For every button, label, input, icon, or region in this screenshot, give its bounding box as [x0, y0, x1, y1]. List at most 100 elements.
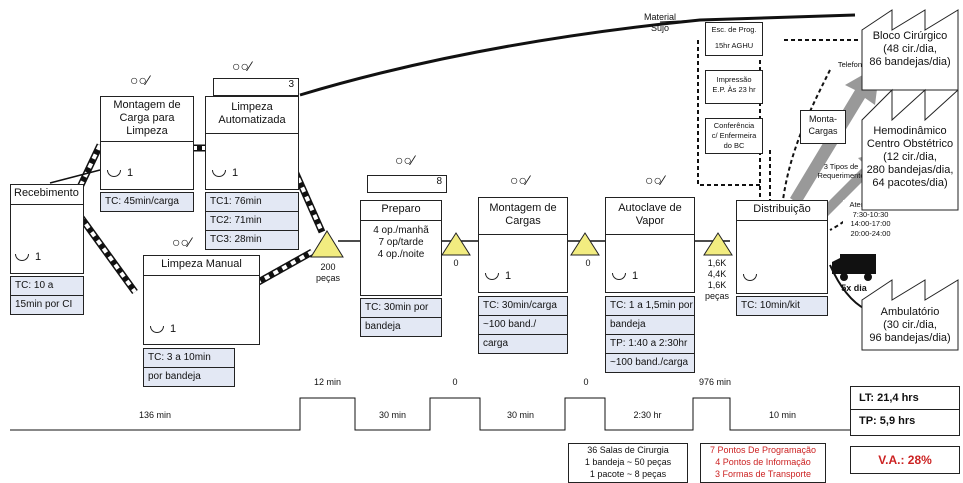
data-row: TC: 10 a: [11, 277, 83, 296]
telefone-label: Telefone: [837, 60, 867, 69]
value-added: V.A.: 28%: [878, 453, 932, 467]
info-line: Conferência: [713, 121, 755, 130]
process-montagem-cargas: Montagem de Cargas 1: [478, 197, 568, 293]
note-line: 7 Pontos De Programação: [709, 445, 817, 455]
customer-ambulatorio: Ambulatório (30 cir./dia, 96 bandejas/di…: [862, 306, 958, 345]
data-box-distribuicao: TC: 10min/kit: [736, 296, 828, 316]
data-row: TC: 30min/carga: [479, 297, 567, 316]
process-limpeza-automatizada: Limpeza Automatizada 1: [205, 96, 299, 190]
data-row: TC: 45min/carga: [105, 196, 179, 207]
data-row: ~100 band./carga: [610, 357, 689, 368]
data-row: TC2: 71min: [206, 212, 298, 231]
info-line: 7:30-10:30: [852, 209, 889, 219]
process-time: 30 min: [506, 410, 534, 420]
customer-line: 280 bandejas/dia,: [866, 164, 954, 176]
operator-count: 1: [212, 167, 238, 179]
process-distribuicao: Distribuição: [736, 200, 828, 294]
process-time: 2:30 hr: [633, 410, 662, 420]
customer-line: Centro Obstétrico: [866, 138, 954, 150]
inventory-label: 0: [453, 258, 459, 268]
inventory-unit: peças: [315, 273, 341, 283]
process-title-text: Limpeza Automatizada: [218, 101, 286, 126]
info-box-conferencia: Conferência c/ Enfermeira do BC: [705, 118, 763, 154]
operator-count: 1: [612, 270, 638, 282]
operator-icon: [485, 272, 499, 280]
wait-time: 976 min: [698, 377, 732, 387]
info-line: c/ Enfermeira: [711, 131, 757, 140]
data-row: TC: 10min/kit: [741, 300, 800, 311]
glasses-icon: ○○⁄: [172, 234, 192, 250]
note-line: 36 Salas de Cirurgia: [587, 445, 669, 455]
process-autoclave: Autoclave de Vapor 1: [605, 197, 695, 293]
operator-value: 1: [505, 270, 512, 282]
tipos-requerimento-label: 3 Tipos de Requerimento: [815, 162, 867, 180]
data-row: TC: 3 a 10min: [144, 349, 234, 368]
process-time: 30 min: [378, 410, 406, 420]
inventory-value: 4,4K: [707, 269, 727, 279]
wait-time: 12 min: [313, 377, 341, 387]
wait-time: 0: [583, 377, 589, 387]
process-title-text: Montagem de Cargas: [489, 202, 557, 227]
operator-count: 1: [485, 270, 511, 282]
info-box-esc-prog: Esc. de Prog. 15hr AGHU: [705, 22, 763, 56]
operator-count: 1: [15, 251, 41, 263]
inventory-triangle: [570, 232, 600, 256]
label-line: Requerimento: [817, 171, 865, 180]
operator-value: 1: [35, 251, 42, 263]
operator-value: 1: [632, 270, 639, 282]
material-label: Material: [643, 12, 676, 22]
operator-value: 1: [127, 167, 134, 179]
inventory-label: 0: [585, 258, 591, 268]
data-box-preparo: TC: 30min por bandeja: [360, 298, 442, 337]
glasses-icon: ○○⁄: [232, 58, 252, 74]
process-title: Autoclave de Vapor: [606, 198, 694, 235]
customer-line: Bloco Cirúrgico: [872, 30, 948, 42]
inventory-value: 1,6K: [707, 258, 727, 268]
inventory-triangle: [703, 232, 733, 256]
operator-shift: 4 op./noite: [377, 249, 425, 260]
operator-icon-holder: [743, 271, 763, 283]
lead-time: LT: 21,4 hrs: [851, 387, 959, 410]
process-time: 10 min: [768, 410, 796, 420]
process-title: Montagem de Carga para Limpeza: [101, 97, 193, 142]
info-line: do BC: [723, 141, 745, 150]
inventory-value: 1,6K: [707, 280, 727, 290]
note-line: 4 Pontos de Informação: [715, 457, 811, 467]
process-title-text: Montagem de Carga para Limpeza: [113, 99, 181, 137]
operator-count: 1: [107, 167, 133, 179]
info-line: 20:00-24:00: [850, 228, 891, 238]
data-box-limpeza-manual: TC: 3 a 10min por bandeja: [143, 348, 235, 387]
operator-icon: [107, 169, 121, 177]
process-time: 136 min: [138, 410, 172, 420]
data-row: por bandeja: [148, 371, 201, 382]
inventory-label: 1,6K 4,4K 1,6K peças: [700, 258, 734, 302]
data-box-recebimento: TC: 10 a 15min por CI: [10, 276, 84, 315]
operator-icon: [15, 253, 29, 261]
data-row: bandeja: [606, 316, 694, 335]
label-line: 3 Tipos de: [823, 162, 859, 171]
operator-value: 1: [232, 167, 239, 179]
wait-time: 0: [452, 377, 458, 387]
data-box-autoclave: TC: 1 a 1,5min por bandeja TP: 1:40 a 2:…: [605, 296, 695, 373]
data-row: TC3: 28min: [210, 234, 262, 245]
material-sujo-label: Material Sujo: [633, 12, 687, 34]
note-line: 1 bandeja ~ 50 peças: [584, 457, 672, 467]
process-preparo: Preparo 4 op./manhã 7 op/tarde 4 op./noi…: [360, 200, 442, 296]
process-title-text: Autoclave de Vapor: [618, 202, 682, 227]
inventory-triangle: [441, 232, 471, 256]
process-recebimento: Recebimento 1: [10, 184, 84, 274]
customer-bloco-shape: [861, 9, 959, 91]
inventory-value: 200: [320, 262, 336, 272]
data-row: TC: 30min por: [361, 299, 441, 318]
glasses-icon: ○○⁄: [510, 172, 530, 188]
glasses-icon: ○○⁄: [130, 72, 150, 88]
info-line: 15hr AGHU: [714, 41, 754, 50]
process-title: Limpeza Automatizada: [206, 97, 298, 134]
data-row: bandeja: [365, 321, 401, 332]
info-box-monta-cargas: Monta- Cargas: [800, 110, 846, 144]
machine-count: 3: [288, 79, 294, 90]
customer-bloco: Bloco Cirúrgico (48 cir./dia, 86 bandeja…: [862, 30, 958, 69]
data-row: carga: [483, 338, 509, 349]
customer-line: 86 bandejas/dia): [869, 56, 951, 68]
customer-hemodinamico: Hemodinâmico Centro Obstétrico (12 cir./…: [862, 125, 958, 190]
